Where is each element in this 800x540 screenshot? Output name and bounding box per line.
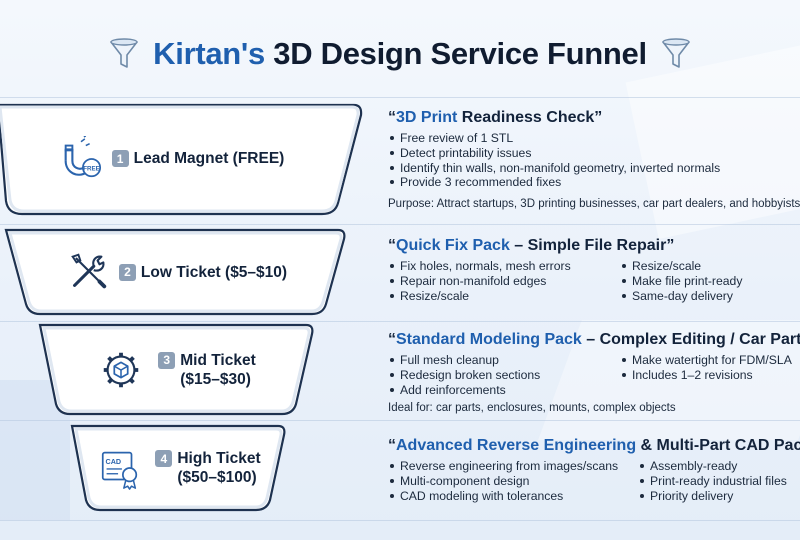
description-heading: “Standard Modeling Pack – Complex Editin… <box>388 330 800 350</box>
tier-1-description: “3D Print Readiness Check” Free review o… <box>388 108 800 210</box>
tier-4-description: “Advanced Reverse Engineering & Multi-Pa… <box>388 436 800 503</box>
tier-title-line-1: High Ticket <box>177 450 261 467</box>
tier-label: 2 Low Ticket ($5–$10) <box>118 263 288 282</box>
feature-item: Fix holes, normals, mesh errors <box>388 259 594 274</box>
feature-list: Free review of 1 STL Detect printability… <box>388 131 720 190</box>
feature-item: Redesign broken sections <box>388 368 594 383</box>
heading-rest: – Simple File Repair” <box>509 237 675 254</box>
tier-label: 1 Lead Magnet (FREE) <box>111 149 285 168</box>
feature-item: CAD modeling with tolerances <box>388 489 624 504</box>
title-accent: Kirtan's <box>153 36 265 71</box>
heading-rest: – Complex Editing / Car Part Repair” <box>586 331 800 348</box>
cad-tag-text: CAD <box>106 458 122 466</box>
feature-item: Resize/scale <box>620 259 742 274</box>
tier-shape <box>4 228 346 316</box>
funnel-tier-2: 2 Low Ticket ($5–$10) <box>4 228 350 316</box>
feature-item: Identify thin walls, non-manifold geomet… <box>388 161 720 176</box>
tier-label: 3 Mid Ticket ($15–$30) <box>158 351 256 389</box>
heading-accent: Standard Modeling Pack <box>396 331 582 348</box>
funnel-icon <box>662 38 690 68</box>
tier-label: 4 High Ticket ($50–$100) <box>155 449 261 487</box>
divider <box>0 420 800 421</box>
funnel-tier-1: FREE 1 Lead Magnet (FREE) <box>0 101 363 216</box>
funnel-icon <box>110 38 138 68</box>
tier-title: Lead Magnet (FREE) <box>133 150 285 167</box>
tier-title: Mid Ticket ($15–$30) <box>180 351 256 389</box>
tier-number-badge: 2 <box>118 263 136 281</box>
magnet-icon: FREE <box>64 135 101 177</box>
divider <box>0 321 800 322</box>
description-heading: “3D Print Readiness Check” <box>388 108 800 128</box>
feature-list: Assembly-ready Print-ready industrial fi… <box>638 459 787 503</box>
tier-title-line-2: ($50–$100) <box>177 469 257 486</box>
heading-quote: “ <box>388 237 396 254</box>
tier-title: High Ticket ($50–$100) <box>177 449 260 487</box>
tier-title-line-2: ($15–$30) <box>180 370 251 388</box>
feature-item: Resize/scale <box>388 289 594 304</box>
heading-rest: Readiness Check” <box>457 109 603 126</box>
description-heading: “Quick Fix Pack – Simple File Repair” <box>388 236 800 256</box>
divider <box>0 520 800 521</box>
tier-number-badge: 3 <box>158 351 176 369</box>
feature-item: Print-ready industrial files <box>638 474 787 489</box>
feature-item: Full mesh cleanup <box>388 353 594 368</box>
feature-item: Make watertight for FDM/SLA <box>620 353 792 368</box>
feature-list: Reverse engineering from images/scans Mu… <box>388 459 624 503</box>
tier-shape <box>0 103 363 216</box>
heading-accent: Advanced Reverse Engineering <box>396 437 637 454</box>
tier-3-description: “Standard Modeling Pack – Complex Editin… <box>388 330 800 414</box>
divider <box>0 224 800 225</box>
feature-item: Make file print-ready <box>620 274 742 289</box>
heading-accent: Quick Fix Pack <box>396 237 510 254</box>
page-title: Kirtan's 3D Design Service Funnel <box>0 30 800 78</box>
tier-number-badge: 1 <box>111 150 129 167</box>
feature-list: Full mesh cleanup Redesign broken sectio… <box>388 353 594 397</box>
description-note: Purpose: Attract startups, 3D printing b… <box>388 198 800 211</box>
cad-certificate-icon: CAD <box>102 451 138 490</box>
feature-item: Assembly-ready <box>638 459 787 474</box>
title-text: Kirtan's 3D Design Service Funnel <box>153 36 647 72</box>
description-note: Ideal for: car parts, enclosures, mounts… <box>388 402 676 415</box>
heading-quote: “ <box>388 109 396 126</box>
feature-item: Detect printability issues <box>388 146 720 161</box>
free-tag-text: FREE <box>83 165 100 172</box>
divider <box>0 97 800 98</box>
tier-2-description: “Quick Fix Pack – Simple File Repair” Fi… <box>388 236 800 303</box>
feature-item: Provide 3 recommended fixes <box>388 175 720 190</box>
funnel-tier-3: 3 Mid Ticket ($15–$30) <box>38 323 316 416</box>
feature-item: Reverse engineering from images/scans <box>388 459 624 474</box>
title-rest: 3D Design Service Funnel <box>273 36 647 71</box>
tier-number-badge: 4 <box>155 450 173 467</box>
feature-item: Add reinforcements <box>388 383 594 398</box>
heading-rest: & Multi-Part CAD Package” <box>640 437 800 454</box>
feature-list: Resize/scale Make file print-ready Same-… <box>620 259 742 303</box>
feature-item: Multi-component design <box>388 474 624 489</box>
heading-quote: “ <box>388 437 396 454</box>
feature-item: Priority delivery <box>638 489 787 504</box>
tier-shape <box>70 424 286 512</box>
description-heading: “Advanced Reverse Engineering & Multi-Pa… <box>388 436 800 456</box>
feature-item: Includes 1–2 revisions <box>620 368 792 383</box>
heading-quote: “ <box>388 331 396 348</box>
tier-title-line-1: Mid Ticket <box>180 351 256 369</box>
feature-list: Make watertight for FDM/SLA Includes 1–2… <box>620 353 792 397</box>
feature-item: Same-day delivery <box>620 289 742 304</box>
gear-box-icon <box>103 352 139 387</box>
tier-shape <box>38 323 314 416</box>
feature-item: Repair non-manifold edges <box>388 274 594 289</box>
tier-title: Low Ticket ($5–$10) <box>140 263 288 281</box>
tools-icon <box>71 253 107 289</box>
feature-item: Free review of 1 STL <box>388 131 720 146</box>
feature-list: Fix holes, normals, mesh errors Repair n… <box>388 259 594 303</box>
heading-accent: 3D Print <box>396 109 458 126</box>
funnel-tier-4: CAD 4 High Ticket ($50–$100) <box>70 424 288 512</box>
